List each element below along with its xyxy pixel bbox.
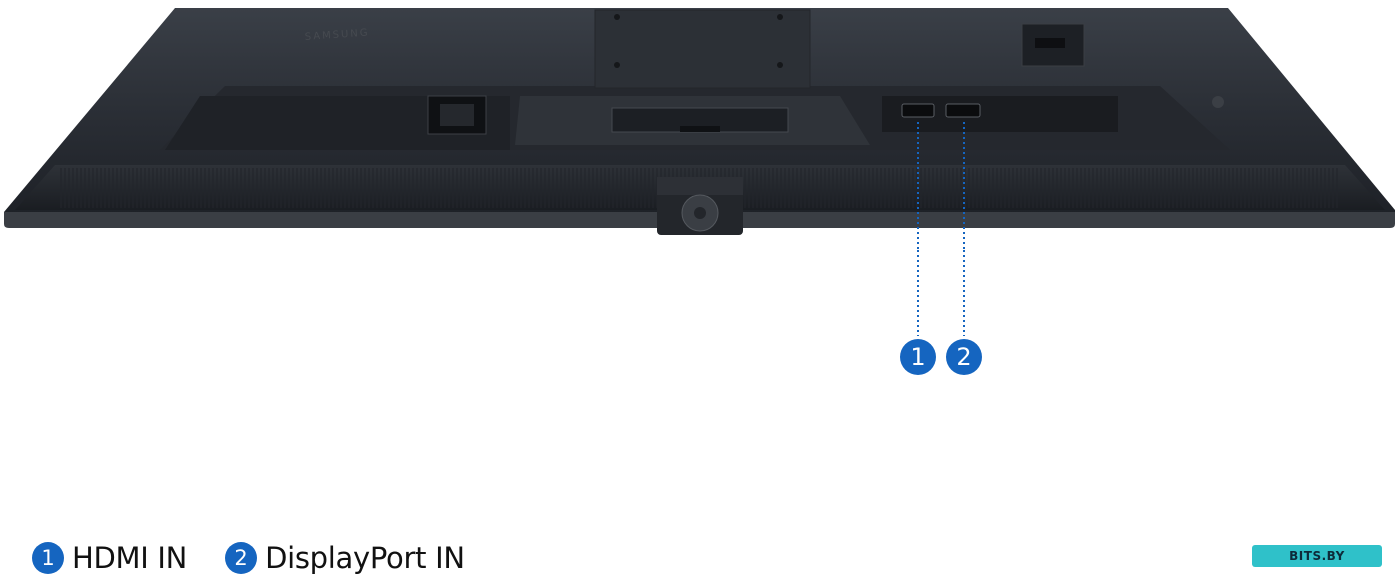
hdmi-port bbox=[901, 103, 935, 118]
indicator-dot bbox=[1212, 96, 1224, 108]
displayport-port bbox=[945, 103, 981, 118]
callout-badge-1: 1 bbox=[900, 339, 936, 375]
callout-lines-lower bbox=[917, 250, 965, 336]
legend-label: HDMI IN bbox=[72, 541, 188, 575]
legend-item-hdmi: 1 HDMI IN bbox=[32, 541, 187, 575]
monitor-back-illustration: SAMSUNG bbox=[4, 8, 1395, 335]
vesa-screw bbox=[777, 14, 783, 20]
brand-mark: SAMSUNG bbox=[304, 27, 370, 43]
legend-item-displayport: 2 DisplayPort IN bbox=[225, 541, 465, 575]
vesa-screw bbox=[777, 62, 783, 68]
vesa-screw bbox=[614, 62, 620, 68]
legend-number: 1 bbox=[32, 542, 64, 574]
vesa-screw bbox=[614, 14, 620, 20]
watermark-logo: BITS.BY bbox=[1252, 545, 1382, 567]
vesa-plate bbox=[594, 9, 811, 89]
legend-label: DisplayPort IN bbox=[265, 541, 465, 575]
port-legend: 1 HDMI IN 2 DisplayPort IN bbox=[32, 538, 465, 578]
legend-number: 2 bbox=[225, 542, 258, 574]
left-cover bbox=[165, 96, 510, 150]
watermark-text: BITS.BY bbox=[1289, 549, 1345, 563]
port-block bbox=[882, 96, 1118, 132]
callout-badge-2: 2 bbox=[946, 339, 982, 375]
